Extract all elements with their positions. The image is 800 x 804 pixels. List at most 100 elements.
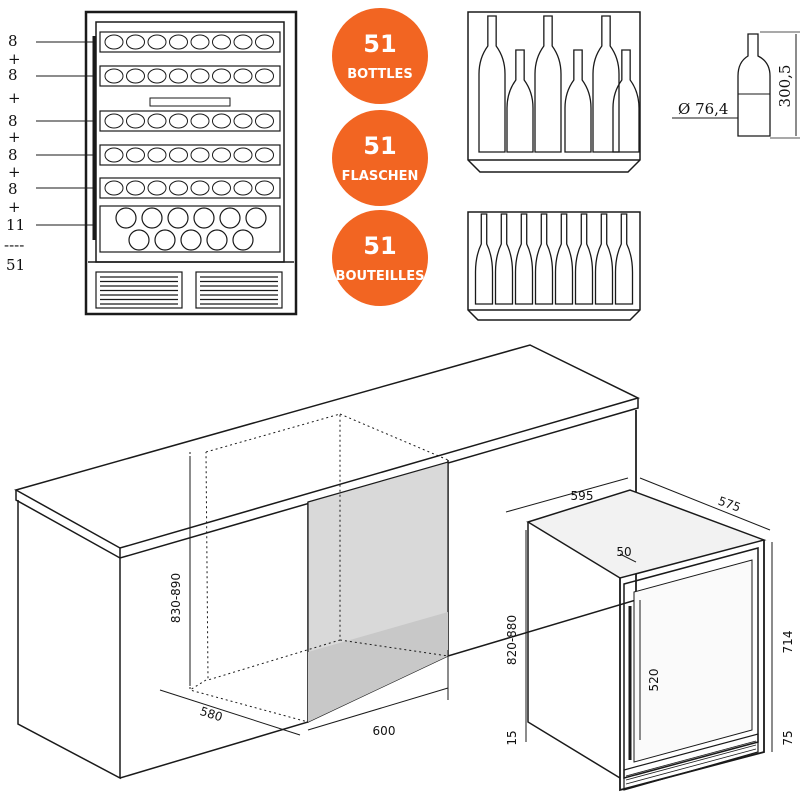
fridge-glass-door [95,21,285,263]
shelf-count-divider: ---- [4,236,24,254]
shelf-rack [99,205,281,253]
bottle-end [169,113,188,129]
shelf-leader-lines [36,41,96,226]
bottle-end [190,68,210,84]
bottle-end [255,68,274,84]
shelf-sep-2: + [8,89,21,107]
niche-height-label: 830-890 [169,573,183,623]
body-height-label: 714 [781,631,795,654]
bottle-end [126,180,145,196]
bottle-end [206,229,228,251]
bottle-silhouette [506,49,534,153]
bottle-silhouette [478,15,506,153]
door-offset-label: 50 [616,545,631,559]
bottle-end [147,68,167,84]
bottle-end [190,113,210,129]
bottle-end [147,113,167,129]
unit-width-label: 595 [571,489,594,503]
base-left-label: 15 [505,730,519,745]
niche-outline [189,413,449,723]
bottle-end [115,207,137,229]
bottle-end [255,34,274,50]
bottle-end [212,68,231,84]
bottle-end [212,180,231,196]
bottle-silhouette [612,49,640,153]
badge-bouteilles: 51 BOUTEILLES [332,210,428,306]
bottle-end [233,34,253,50]
bottle-silhouette [564,49,592,153]
badge-bottles-number: 51 [363,30,396,58]
bottle-end [154,229,176,251]
bottle-height-label: 300,5 [776,65,794,108]
door-height-label: 520 [647,669,661,692]
bottle-end [190,147,210,163]
bottle-end [169,68,188,84]
niche-width-label: 600 [373,724,396,738]
bottle-silhouette [474,213,494,305]
bottle-end [104,34,124,50]
bottle-silhouette [534,213,554,305]
bottle-end [233,180,253,196]
bottle-end [126,113,145,129]
bottle-end [141,207,163,229]
bottle-end [245,207,267,229]
bottle-end [169,180,188,196]
fridge-shelves [99,31,281,253]
bottle-end [147,180,167,196]
shelf-count-total: 51 [6,256,25,274]
bottle-end [167,207,189,229]
niche-depth-label: 580 [198,704,224,724]
vent-right [195,271,283,309]
bottle-end [190,180,210,196]
badge-flaschen-circle [332,110,428,206]
bottle-end [104,113,124,129]
fridge-outer-frame [84,10,298,316]
bottle-end [126,147,145,163]
shelf-sep-4: + [8,163,21,181]
shelf-rack [99,65,281,87]
shelf-sep-5: + [8,198,21,216]
bottle-icon [737,33,771,137]
unit-height-range-label: 820-880 [505,615,519,665]
shelf-sketch-top [467,11,641,173]
bottle-end [104,147,124,163]
bottle-silhouette [494,213,514,305]
kitchen-installation [14,344,641,780]
bottle-end [126,34,145,50]
control-panel [149,97,231,107]
vent-left [95,271,183,309]
shelf-sep-3: + [8,128,21,146]
bottle-silhouette [594,213,614,305]
bottle-end [126,68,145,84]
bottle-end [255,180,274,196]
bottle-end [128,229,150,251]
bottle-diameter-label: Ø 76,4 [678,100,728,118]
badge-bottles-label: BOTTLES [347,67,413,82]
capacity-badges: 51 BOTTLES 51 FLASCHEN 51 BOUTEILLES [332,8,428,306]
bottle-end [255,113,274,129]
bottle-end [169,147,188,163]
badge-flaschen-number: 51 [363,132,396,160]
bottle-end [180,229,202,251]
base-right-label: 75 [781,730,795,745]
bottle-end [193,207,215,229]
shelf-rack [99,177,281,199]
bottle-silhouette [574,213,594,305]
badge-bottles: 51 BOTTLES [332,8,428,104]
bottle-end [104,68,124,84]
shelf-rack [99,144,281,166]
bottle-silhouette [614,213,634,305]
badge-flaschen: 51 FLASCHEN [332,110,428,206]
bottle-end [147,147,167,163]
bottle-end [169,34,188,50]
bottle-silhouette [534,15,562,153]
bottle-silhouette [514,213,534,305]
shelf-count-6: 11 [6,216,25,234]
shelf-sketch-bottom [467,211,641,321]
badge-bottles-circle [332,8,428,104]
bottle-end [104,180,124,196]
bottle-end [212,34,231,50]
bottle-end [233,68,253,84]
fridge-front-view [84,10,298,316]
